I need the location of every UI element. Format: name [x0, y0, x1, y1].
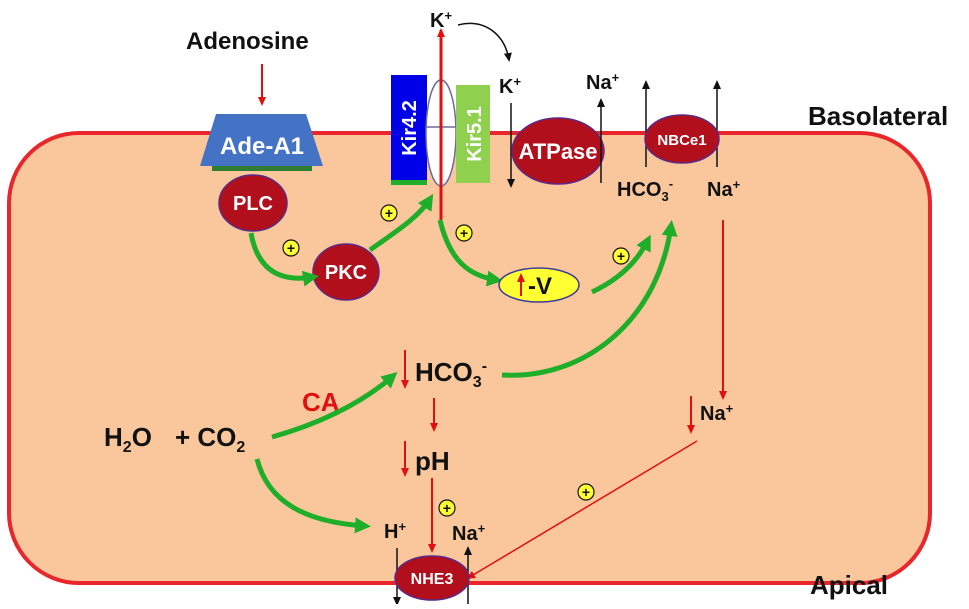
plus-marker-voltage: +	[612, 247, 630, 265]
ca-reaction-arrow	[271, 372, 398, 440]
svg-text:+: +	[460, 225, 468, 241]
plus-marker-plc: +	[282, 239, 300, 257]
voltage-to-nbce1-arrow	[590, 234, 651, 295]
pkc-to-channel-arrow	[368, 193, 434, 253]
plus-marker-na: +	[577, 483, 595, 501]
ade-a1-base	[212, 166, 312, 171]
ph-label: pH	[415, 446, 450, 476]
hco3-mid-label: HCO3-	[415, 357, 487, 391]
plus-marker-ph: +	[438, 499, 456, 517]
co2-to-h-arrow	[254, 458, 371, 534]
na-apical-label: Na+	[452, 521, 486, 545]
pkc-label: PKC	[325, 262, 367, 284]
k-recycle-arrow	[457, 22, 512, 62]
ade-a1-label: Ade-A1	[220, 133, 304, 160]
kir42-channel	[391, 75, 427, 180]
apical-label: Apical	[810, 570, 888, 600]
kir42-base	[391, 180, 427, 185]
nbce1-label: NBCe1	[657, 132, 706, 149]
svg-text:+: +	[287, 240, 295, 256]
h2o-label: H2O	[104, 422, 152, 456]
h-plus-label: H+	[384, 519, 406, 543]
svg-text:+: +	[385, 205, 393, 221]
atpase-pump	[511, 117, 605, 185]
basolateral-label: Basolateral	[808, 101, 948, 131]
hco3-top-label: HCO3-	[617, 176, 673, 204]
co2-label: + CO2	[175, 422, 245, 456]
kir51-label: Kir5.1	[464, 106, 486, 162]
hco3-to-nbce1-arrow	[501, 220, 678, 378]
na-right2-label: Na+	[700, 401, 734, 425]
svg-text:+: +	[582, 484, 590, 500]
k-top-label: K+	[430, 8, 452, 32]
plc-label: PLC	[233, 193, 273, 215]
plus-marker-channel: +	[455, 224, 473, 242]
nbce1-transporter	[644, 114, 720, 164]
neg-v-label: -V	[528, 273, 552, 300]
plus-marker-pkc: +	[380, 204, 398, 222]
na-top-label: Na+	[586, 70, 620, 94]
channel-to-voltage-arrow	[437, 219, 503, 287]
plc-to-pkc-arrow	[248, 232, 319, 287]
svg-text:+: +	[617, 248, 625, 264]
atpase-label: ATPase	[518, 139, 597, 164]
nhe3-exchanger	[394, 555, 470, 601]
nhe3-label: NHE3	[411, 571, 454, 588]
plc-protein	[218, 174, 288, 232]
svg-text:+: +	[443, 500, 451, 516]
adenosine-label: Adenosine	[186, 28, 309, 55]
k-mid-label: K+	[499, 74, 521, 98]
na-to-nhe3-arrow	[466, 440, 698, 580]
kir51-channel	[456, 85, 490, 183]
na-right-label: Na+	[707, 177, 741, 201]
kir42-label: Kir4.2	[399, 100, 421, 156]
ade-a1-receptor	[200, 114, 323, 166]
